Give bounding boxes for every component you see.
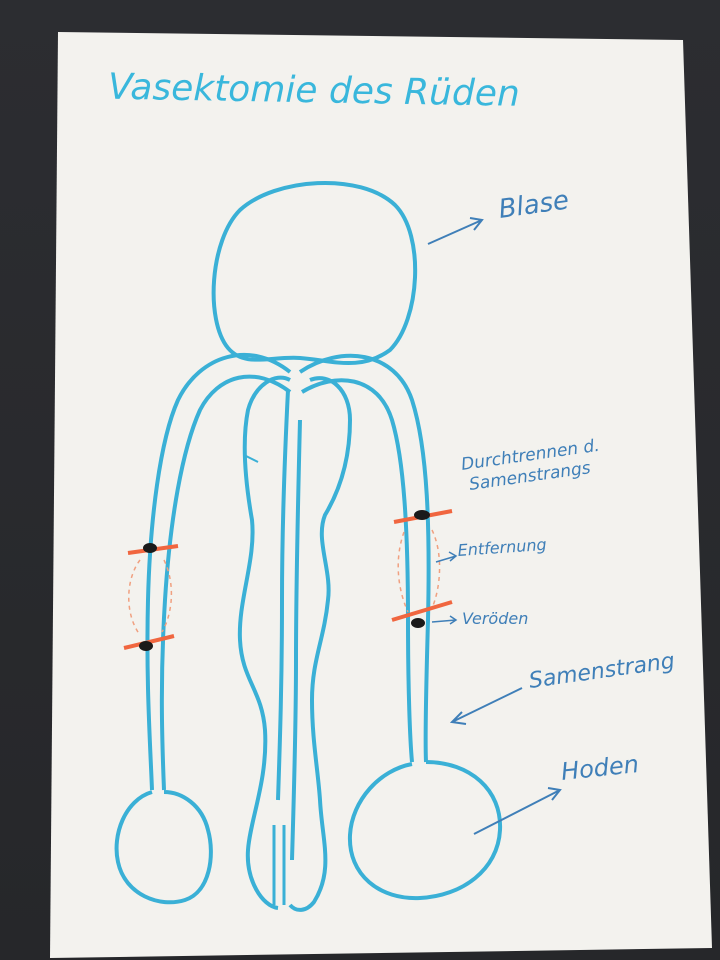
urethra-small-mark <box>243 454 259 463</box>
urethra-outline-right <box>288 376 353 912</box>
veroeden-arrow <box>431 615 458 625</box>
right-removed-segment <box>397 529 441 613</box>
hoden-arrow <box>473 787 562 835</box>
samenstrang-arrow <box>449 687 523 725</box>
right-testis-outline <box>347 760 503 901</box>
urethra-inner-right <box>290 419 302 861</box>
left-removed-segment <box>128 559 173 636</box>
urethra-inner-left <box>276 389 290 801</box>
entfernung-arrow <box>435 551 458 563</box>
right-spermatic-cord-outer <box>298 353 431 763</box>
left-spermatic-cord-outer <box>145 352 292 791</box>
urethra-outline-left <box>237 375 291 910</box>
left-spermatic-cord-inner <box>159 374 292 791</box>
bladder-outline <box>211 181 418 365</box>
left-testis-outline <box>114 790 213 905</box>
left-lower-knot <box>139 641 153 651</box>
blase-arrow <box>427 217 484 245</box>
label-veroeden: Veröden <box>462 609 528 628</box>
right-lower-ligature <box>391 600 453 622</box>
paper-sheet <box>50 32 712 958</box>
right-lower-knot <box>411 618 425 628</box>
right-upper-knot <box>414 510 430 520</box>
right-spermatic-cord-inner <box>300 378 414 763</box>
diagram-title: Vasektomie des Rüden <box>108 67 520 115</box>
left-upper-knot <box>143 543 157 553</box>
